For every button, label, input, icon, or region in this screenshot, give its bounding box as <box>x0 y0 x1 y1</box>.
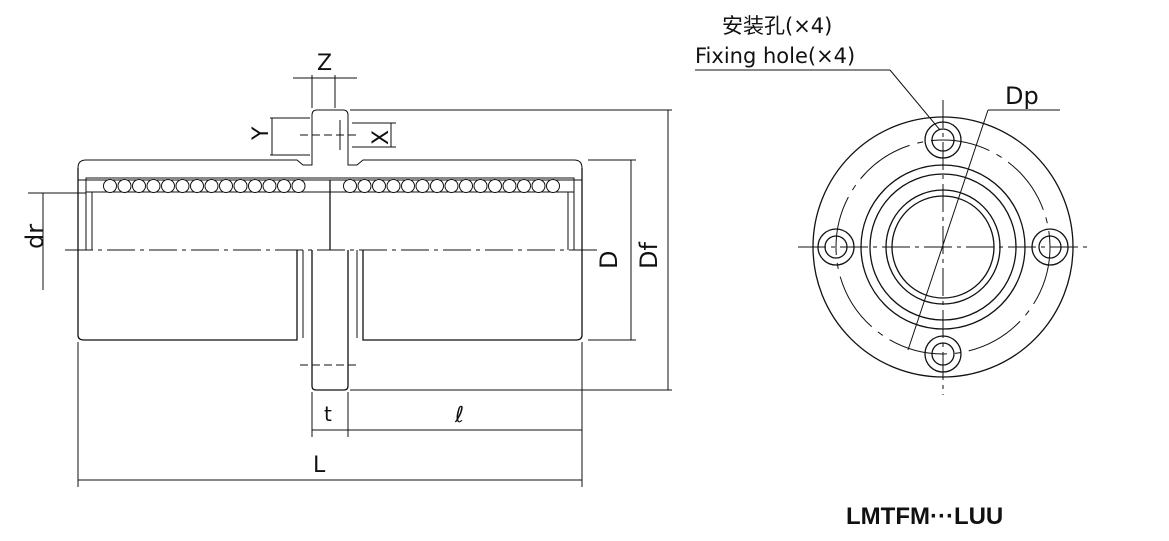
bearing-front-view <box>695 69 1090 395</box>
ball <box>219 179 233 193</box>
dim-l-label: ℓ <box>454 403 464 428</box>
dp-label: Dp <box>1005 82 1039 110</box>
fixing-hole-en-label: Fixing hole(×4) <box>695 44 855 68</box>
ball <box>190 179 204 193</box>
dim-df-label: Df <box>635 242 663 269</box>
ball <box>204 179 219 193</box>
ball <box>444 179 459 193</box>
ball <box>277 179 291 193</box>
ball <box>531 179 546 193</box>
ball <box>175 179 190 193</box>
ball <box>517 179 531 193</box>
ball <box>117 179 132 193</box>
ball-row <box>103 179 560 193</box>
model-number: LMTFM···LUU <box>846 503 1004 530</box>
ball <box>103 179 117 193</box>
fixing-hole-cn-label: 安装孔(×4) <box>722 14 832 38</box>
ball <box>248 179 262 193</box>
ball <box>372 179 386 193</box>
ball <box>415 179 430 193</box>
dim-d-label: D <box>595 251 623 269</box>
dim-x-label: X <box>369 130 394 145</box>
ball <box>488 179 502 193</box>
ball <box>401 179 415 193</box>
dimension-lines <box>28 75 672 487</box>
ball <box>343 179 357 193</box>
ball <box>357 179 372 193</box>
ball <box>291 179 306 193</box>
ball <box>473 179 488 193</box>
ball <box>502 179 517 193</box>
bearing-side-view <box>65 109 600 391</box>
ball <box>386 179 401 193</box>
dim-dr-label: dr <box>21 224 49 249</box>
ball <box>233 179 248 193</box>
dim-z-label: Z <box>317 51 332 76</box>
ball <box>459 179 473 193</box>
ball <box>132 179 146 193</box>
dim-total-l-label: L <box>313 453 326 478</box>
dim-y-label: Y <box>249 126 274 141</box>
ball <box>546 179 560 193</box>
ball <box>262 179 277 193</box>
ball <box>146 179 161 193</box>
ball <box>161 179 175 193</box>
dim-t-label: t <box>324 402 332 426</box>
ball <box>430 179 444 193</box>
